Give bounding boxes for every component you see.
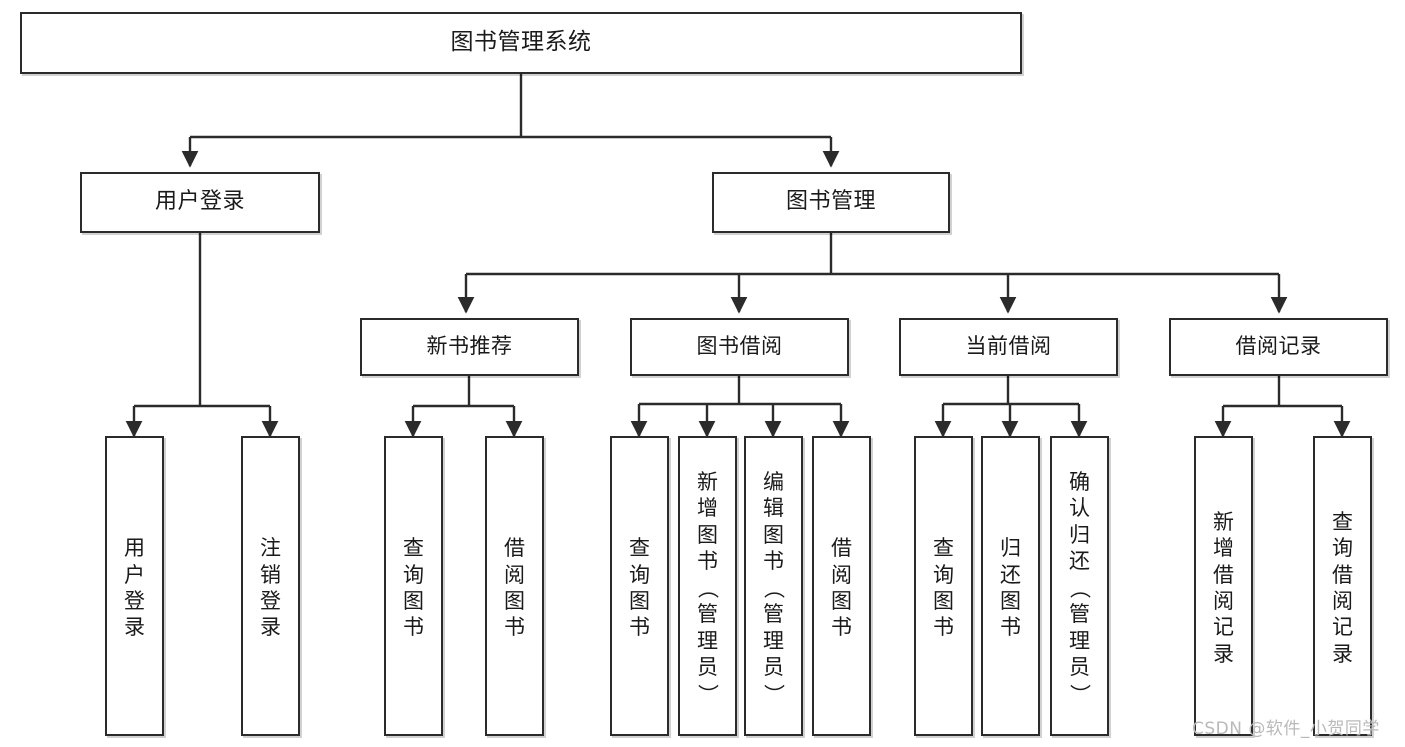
node-book-borrow[interactable]: 图书借阅 xyxy=(630,318,849,376)
node-leaf-borrow-book-1-label: 借阅图书 xyxy=(504,536,525,640)
node-root[interactable]: 图书管理系统 xyxy=(20,12,1022,74)
node-leaf-return-book[interactable]: 归还图书 xyxy=(981,436,1040,736)
node-leaf-borrow-book-2-label: 借阅图书 xyxy=(831,536,852,640)
node-current-borrow-label: 当前借阅 xyxy=(965,334,1052,359)
node-book-borrow-label: 图书借阅 xyxy=(696,334,783,359)
node-leaf-user-login-label: 用户登录 xyxy=(124,536,145,640)
node-leaf-query-record-label: 查询借阅记录 xyxy=(1332,509,1353,666)
node-book-manage[interactable]: 图书管理 xyxy=(712,172,950,233)
node-user-login[interactable]: 用户登录 xyxy=(80,172,320,233)
node-new-book-rec-label: 新书推荐 xyxy=(426,334,513,359)
node-leaf-logout-label: 注销登录 xyxy=(260,536,281,640)
node-leaf-add-book-label: 新增图书（管理员） xyxy=(695,469,720,705)
node-leaf-query-book-2[interactable]: 查询图书 xyxy=(610,436,669,736)
node-leaf-logout[interactable]: 注销登录 xyxy=(241,436,300,736)
node-borrow-record[interactable]: 借阅记录 xyxy=(1169,318,1388,376)
node-leaf-query-book-2-label: 查询图书 xyxy=(629,536,650,640)
node-leaf-borrow-book-2[interactable]: 借阅图书 xyxy=(812,436,871,736)
node-user-login-label: 用户登录 xyxy=(154,189,245,215)
node-leaf-add-record[interactable]: 新增借阅记录 xyxy=(1194,436,1253,736)
node-leaf-edit-book[interactable]: 编辑图书（管理员） xyxy=(744,436,803,736)
node-leaf-query-book-1[interactable]: 查询图书 xyxy=(384,436,443,736)
node-root-label: 图书管理系统 xyxy=(450,29,592,56)
node-leaf-query-book-3[interactable]: 查询图书 xyxy=(914,436,973,736)
node-leaf-edit-book-label: 编辑图书（管理员） xyxy=(761,469,786,705)
node-book-manage-label: 图书管理 xyxy=(785,189,876,215)
node-leaf-borrow-book-1[interactable]: 借阅图书 xyxy=(485,436,544,736)
node-new-book-rec[interactable]: 新书推荐 xyxy=(360,318,579,376)
node-leaf-confirm-ret-label: 确认归还（管理员） xyxy=(1067,469,1092,705)
node-leaf-query-record[interactable]: 查询借阅记录 xyxy=(1313,436,1372,736)
node-borrow-record-label: 借阅记录 xyxy=(1235,334,1322,359)
node-leaf-user-login[interactable]: 用户登录 xyxy=(105,436,164,736)
node-leaf-query-book-3-label: 查询图书 xyxy=(933,536,954,640)
node-leaf-add-book[interactable]: 新增图书（管理员） xyxy=(678,436,737,736)
node-leaf-add-record-label: 新增借阅记录 xyxy=(1213,509,1234,666)
node-leaf-confirm-ret[interactable]: 确认归还（管理员） xyxy=(1050,436,1109,736)
node-leaf-query-book-1-label: 查询图书 xyxy=(403,536,424,640)
node-leaf-return-book-label: 归还图书 xyxy=(1000,536,1021,640)
node-current-borrow[interactable]: 当前借阅 xyxy=(899,318,1118,376)
